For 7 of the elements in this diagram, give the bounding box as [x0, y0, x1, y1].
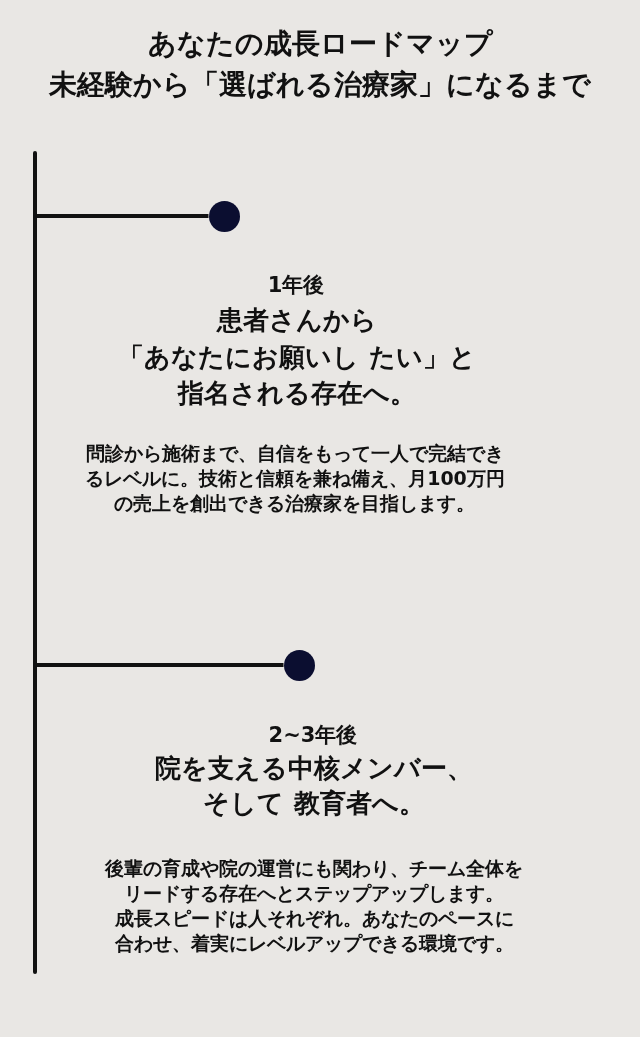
period-label: 1年後 [267, 272, 325, 299]
diagram-title: あなたの成長ロードマップ未経験から「選ばれる治療家」になるまで [49, 26, 591, 103]
milestone-heading: 患者さんから「あなたにお願いし たい」と指名される存在へ。 [118, 304, 476, 410]
milestone-description: 問診から施術まで、自信をもって一人で完結できるレベルに。技術と信頼を兼ね備え、月100万円の売上を創出できる治療家を目指します。 [85, 440, 505, 516]
period-label: 2~3年後 [268, 722, 358, 749]
milestone-description: 後輩の育成や院の運営にも関わり、チーム全体をリードする存在へとステップアップします。成長スピードは人それぞれ。あなたのペースに合わせ、着実にレベルアップできる環境です。 [105, 855, 523, 956]
milestone-heading: 院を支える中核メンバー、そして 教育者へ。 [155, 751, 473, 820]
